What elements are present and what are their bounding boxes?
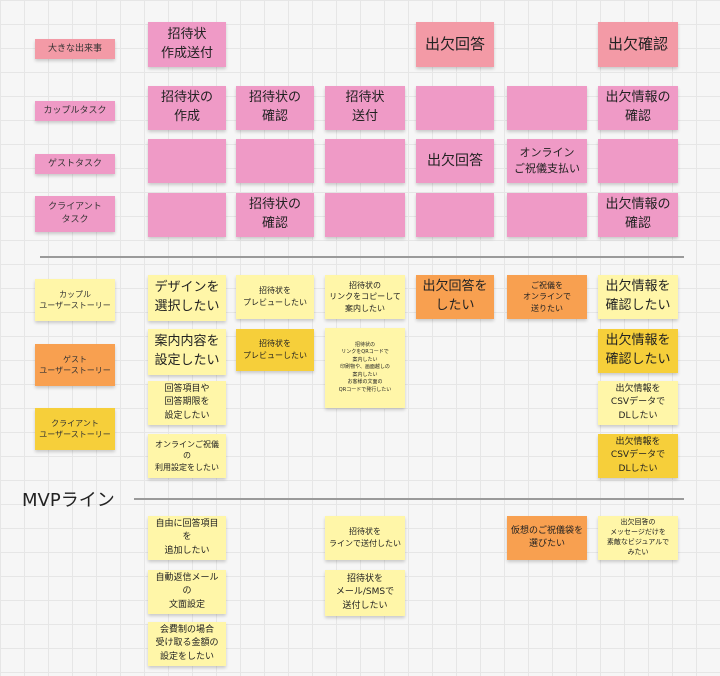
story-preview-couple[interactable]: 招待状を プレビューしたい bbox=[236, 275, 314, 319]
row-label-couple-tasks[interactable]: カップルタスク bbox=[35, 101, 115, 121]
story-set-content[interactable]: 案内内容を 設定したい bbox=[148, 329, 226, 375]
client-task-rsvp-info[interactable]: 出欠情報の 確認 bbox=[598, 193, 678, 237]
couple-task-create[interactable]: 招待状の 作成 bbox=[148, 86, 226, 130]
story-preview-client[interactable]: 招待状を プレビューしたい bbox=[236, 329, 314, 371]
event-invite-send[interactable]: 招待状 作成送付 bbox=[148, 22, 226, 67]
story-qr-link[interactable]: 招待状の リンクをQRコードで 案内したい 印刷物や、画面越しの 案内したい お… bbox=[325, 328, 405, 408]
guest-task-rsvp[interactable]: 出欠回答 bbox=[416, 139, 494, 183]
couple-task-blank-1[interactable] bbox=[416, 86, 494, 130]
guest-task-blank-2[interactable] bbox=[236, 139, 314, 183]
couple-task-check[interactable]: 招待状の 確認 bbox=[236, 86, 314, 130]
story-rsvp-guest[interactable]: 出欠回答を したい bbox=[416, 275, 494, 319]
story-online-gift-setting[interactable]: オンラインご祝儀の 利用設定をしたい bbox=[148, 434, 226, 478]
event-rsvp-confirm[interactable]: 出欠確認 bbox=[598, 22, 678, 67]
story-csv-client[interactable]: 出欠情報を CSVデータで DLしたい bbox=[598, 434, 678, 478]
row-label-events[interactable]: 大きな出来事 bbox=[35, 39, 115, 59]
backlog-mail-send[interactable]: 招待状を メール/SMSで 送付したい bbox=[325, 570, 405, 616]
client-task-blank-2[interactable] bbox=[325, 193, 405, 237]
mvp-line bbox=[134, 498, 684, 500]
story-rsvp-check-client[interactable]: 出欠情報を 確認したい bbox=[598, 329, 678, 373]
client-task-blank-3[interactable] bbox=[416, 193, 494, 237]
row-label-client-stories[interactable]: クライアント ユーザーストーリー bbox=[35, 408, 115, 450]
couple-task-blank-2[interactable] bbox=[507, 86, 587, 130]
mvp-line-label: MVPライン bbox=[22, 490, 115, 511]
backlog-fee-setting[interactable]: 会費制の場合 受け取る金額の 設定をしたい bbox=[148, 622, 226, 666]
client-task-blank-1[interactable] bbox=[148, 193, 226, 237]
row-label-guest-tasks[interactable]: ゲストタスク bbox=[35, 154, 115, 174]
row-label-client-tasks[interactable]: クライアント タスク bbox=[35, 196, 115, 232]
row-label-guest-stories[interactable]: ゲスト ユーザーストーリー bbox=[35, 344, 115, 386]
client-task-blank-4[interactable] bbox=[507, 193, 587, 237]
guest-task-blank-3[interactable] bbox=[325, 139, 405, 183]
couple-task-rsvp-info[interactable]: 出欠情報の 確認 bbox=[598, 86, 678, 130]
story-set-items[interactable]: 回答項目や 回答期限を 設定したい bbox=[148, 381, 226, 425]
client-task-check[interactable]: 招待状の 確認 bbox=[236, 193, 314, 237]
backlog-free-items[interactable]: 自由に回答項目を 追加したい bbox=[148, 516, 226, 560]
backlog-auto-reply[interactable]: 自動返信メールの 文面設定 bbox=[148, 570, 226, 614]
story-csv-couple[interactable]: 出欠情報を CSVデータで DLしたい bbox=[598, 381, 678, 425]
guest-task-blank-1[interactable] bbox=[148, 139, 226, 183]
story-choose-design[interactable]: デザインを 選択したい bbox=[148, 275, 226, 321]
row-label-couple-stories[interactable]: カップル ユーザーストーリー bbox=[35, 279, 115, 321]
guest-task-online-gift[interactable]: オンライン ご祝儀支払い bbox=[507, 139, 587, 183]
event-rsvp-reply[interactable]: 出欠回答 bbox=[416, 22, 494, 67]
backlog-message-visual[interactable]: 出欠回答の メッセージだけを 素敵なビジュアルで みたい bbox=[598, 516, 678, 560]
section-divider bbox=[40, 256, 684, 258]
story-rsvp-check-couple[interactable]: 出欠情報を 確認したい bbox=[598, 275, 678, 319]
couple-task-send[interactable]: 招待状 送付 bbox=[325, 86, 405, 130]
guest-task-blank-4[interactable] bbox=[598, 139, 678, 183]
backlog-virtual-gift[interactable]: 仮想のご祝儀袋を 選びたい bbox=[507, 516, 587, 560]
story-gift-online[interactable]: ご祝儀を オンラインで 送りたい bbox=[507, 275, 587, 319]
backlog-line-send[interactable]: 招待状を ラインで送付したい bbox=[325, 516, 405, 560]
story-copy-link[interactable]: 招待状の リンクをコピーして 案内したい bbox=[325, 275, 405, 319]
